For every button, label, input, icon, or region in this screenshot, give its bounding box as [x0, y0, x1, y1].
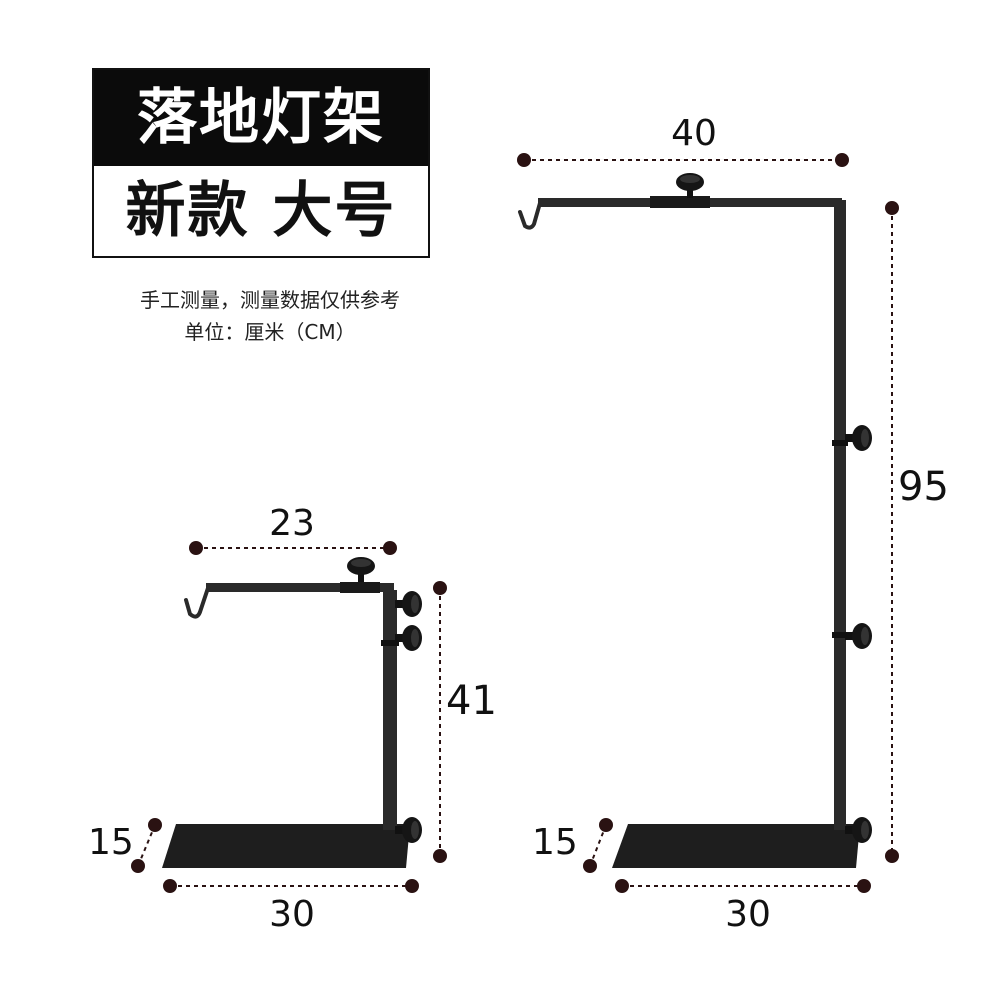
small-depth-dimension: 15: [88, 818, 162, 873]
small-stand-arm: [206, 583, 394, 592]
knob-icon: [845, 817, 872, 843]
large-stand-pole: [834, 200, 846, 830]
large-base-width: 30: [725, 894, 771, 935]
large-stand-hook: [518, 201, 542, 230]
title-box: 落地灯架 新款 大号: [92, 68, 430, 258]
small-width-dimension: 30: [163, 879, 419, 935]
large-arm-length: 40: [671, 113, 717, 154]
knob-icon: [395, 817, 422, 843]
small-stand-pole: [383, 590, 397, 830]
small-base-width: 30: [269, 894, 315, 935]
measurement-note: 手工测量，测量数据仅供参考: [140, 288, 400, 312]
large-arm-dimension: 40: [517, 113, 849, 167]
large-stand: 40 95 15 30: [517, 113, 949, 935]
knob-icon: [395, 591, 422, 617]
small-stand: 23 41 15 30: [88, 503, 497, 935]
small-base-depth: 15: [88, 822, 134, 863]
knob-icon: [845, 623, 872, 649]
knob-icon: [845, 425, 872, 451]
small-height: 41: [446, 678, 497, 724]
large-base-depth: 15: [532, 822, 578, 863]
knob-icon: [347, 557, 375, 582]
product-title: 落地灯架: [94, 70, 428, 166]
large-width-dimension: 30: [615, 879, 871, 935]
small-height-dimension: 41: [433, 581, 497, 863]
unit-note: 单位：厘米（CM）: [184, 320, 356, 344]
product-subtitle: 新款 大号: [125, 176, 397, 246]
large-height-dimension: 95: [885, 201, 949, 863]
small-arm-length: 23: [269, 503, 315, 544]
knob-icon: [676, 173, 704, 198]
knob-icon: [395, 625, 422, 651]
small-arm-dimension: 23: [189, 503, 397, 555]
large-depth-dimension: 15: [532, 818, 613, 873]
large-height: 95: [898, 464, 949, 510]
small-stand-base: [162, 824, 410, 868]
large-stand-base: [612, 824, 860, 868]
small-stand-hook: [184, 586, 210, 619]
